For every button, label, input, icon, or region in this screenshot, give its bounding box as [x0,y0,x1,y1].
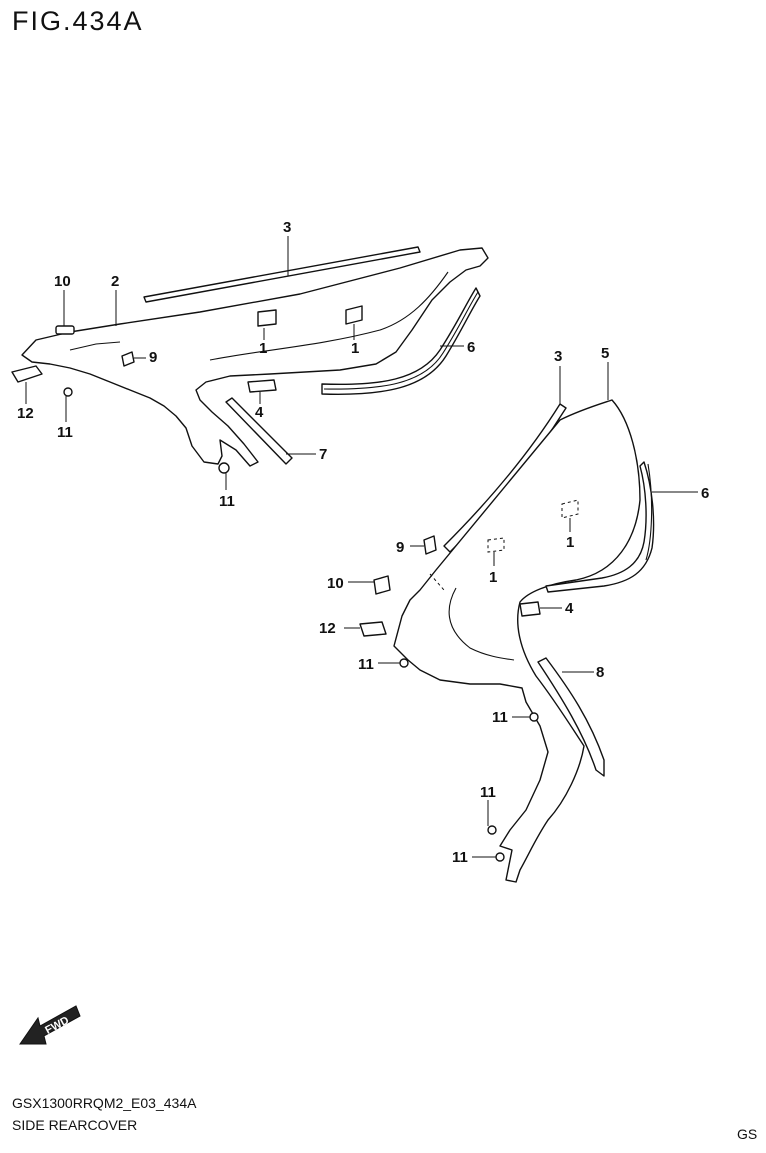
part-11-screw-lower-a [399,658,409,668]
callout-9-upper: 9 [149,349,157,366]
part-1-pad-upper-a [257,309,277,327]
callout-8-lower: 8 [596,664,604,681]
part-2-rear-cover-upper [21,247,489,467]
callout-11-lower-d: 11 [452,849,468,866]
part-11-screw-lower-c [487,825,497,835]
callout-4-lower: 4 [565,600,574,617]
region-code: GS [737,1126,758,1142]
callout-12-upper: 12 [17,405,34,422]
upper-assembly: 3 10 2 1 1 6 9 12 11 4 7 11 [11,219,489,510]
part-1-pad-lower-a [561,499,579,519]
callout-2-upper: 2 [111,273,119,290]
fwd-arrow-icon: FWD [19,1005,81,1045]
callout-3-lower: 3 [554,348,562,365]
callout-1-lower-b: 1 [489,569,497,586]
part-6-seal-upper [321,287,481,395]
part-4-cushion-lower [519,601,541,617]
part-11-screw-lower-d [495,852,505,862]
callout-11-upper-a: 11 [57,424,73,441]
callout-10-lower: 10 [327,575,344,592]
part-5-rear-cover-lower [393,399,641,883]
callout-1-upper-a: 1 [259,340,267,357]
callout-11-lower-b: 11 [492,709,508,726]
part-9-nut-upper [121,351,135,367]
part-3-trim-strip-upper [143,246,421,303]
part-1-pad-upper-b [345,305,363,325]
callout-6-lower: 6 [701,485,709,502]
callout-4-upper: 4 [255,404,264,421]
part-6-seal-lower [545,461,655,593]
callout-1-lower-a: 1 [566,534,574,551]
figure-description: SIDE REARCOVER [12,1117,138,1133]
figure-code: GSX1300RRQM2_E03_434A [12,1095,197,1111]
figure-title: FIG.434A [12,6,144,36]
part-4-cushion-upper [247,379,277,393]
callout-9-lower: 9 [396,539,404,556]
part-12-cushion-lower [359,621,387,637]
part-9-nut-lower [423,535,437,555]
part-1-pad-lower-b [487,537,505,553]
callout-6-upper: 6 [467,339,475,356]
callout-7-upper: 7 [319,446,327,463]
callout-11-lower-c: 11 [480,784,496,801]
callout-3-upper: 3 [283,219,291,236]
callout-5-lower: 5 [601,345,609,362]
part-12-cushion-upper [11,365,43,383]
part-11-screw-upper-b [218,462,230,474]
callout-10-upper: 10 [54,273,71,290]
part-11-screw-lower-b [529,712,539,722]
part-7-strip [225,397,293,465]
callout-1-upper-b: 1 [351,340,359,357]
part-10-clip-upper [55,325,75,335]
callout-11-lower-a: 11 [358,656,374,673]
fwd-arrow-label: FWD [43,1014,71,1036]
part-11-screw-upper-a [63,387,73,397]
part-8-strip [537,657,605,777]
callout-11-upper-b: 11 [219,493,235,510]
callout-12-lower: 12 [319,620,336,637]
lower-assembly: 3 5 6 1 9 1 10 4 12 11 8 11 11 11 [319,345,709,883]
part-10-clip-lower [373,575,391,595]
